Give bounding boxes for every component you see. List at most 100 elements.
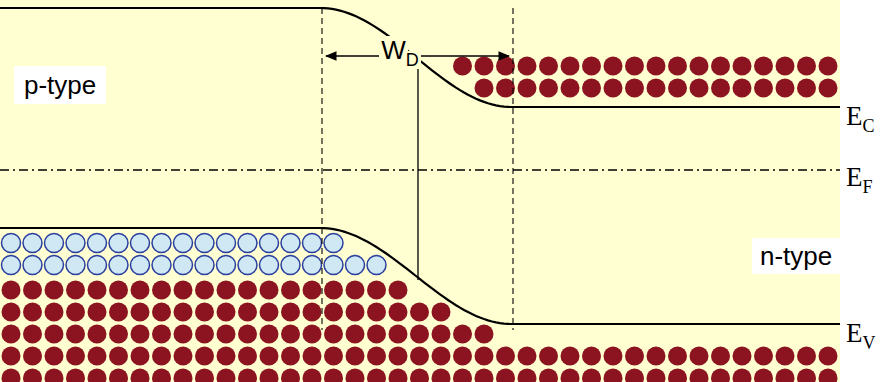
electron xyxy=(238,369,257,382)
region-label: n-type xyxy=(752,238,840,274)
hole xyxy=(346,256,365,275)
electron xyxy=(23,347,42,366)
electron xyxy=(668,369,687,382)
hole xyxy=(324,234,343,253)
electron xyxy=(776,57,795,76)
region-label: p-type xyxy=(14,66,106,104)
electron xyxy=(819,347,838,366)
fermi-level xyxy=(0,169,840,170)
electron xyxy=(303,281,322,300)
hole xyxy=(260,234,279,253)
hole xyxy=(45,256,64,275)
electron xyxy=(754,347,773,366)
electron xyxy=(217,303,236,322)
electron xyxy=(66,303,85,322)
electron xyxy=(668,79,687,98)
electron xyxy=(195,347,214,366)
electron xyxy=(23,369,42,382)
electron xyxy=(217,369,236,382)
subscript: V xyxy=(863,334,876,352)
electron xyxy=(195,303,214,322)
electron xyxy=(2,347,21,366)
level-label: E xyxy=(846,320,863,347)
electron xyxy=(690,79,709,98)
electron xyxy=(131,347,150,366)
electron xyxy=(324,281,343,300)
electron xyxy=(109,281,128,300)
electron xyxy=(389,347,408,366)
electron xyxy=(475,57,494,76)
electron xyxy=(668,347,687,366)
electron xyxy=(217,347,236,366)
hole xyxy=(324,256,343,275)
electron xyxy=(324,347,343,366)
subscript: F xyxy=(863,178,873,196)
electron xyxy=(217,281,236,300)
valence-band-edge xyxy=(0,228,840,324)
electron xyxy=(733,57,752,76)
electron xyxy=(66,281,85,300)
electron xyxy=(518,347,537,366)
electron xyxy=(496,57,515,76)
electron xyxy=(496,369,515,382)
electron xyxy=(131,369,150,382)
hole xyxy=(66,234,85,253)
electron xyxy=(109,369,128,382)
electron xyxy=(303,347,322,366)
electron xyxy=(475,325,494,344)
electron xyxy=(217,325,236,344)
electron xyxy=(453,325,472,344)
electron xyxy=(819,57,838,76)
electron xyxy=(518,369,537,382)
electron xyxy=(432,325,451,344)
electron xyxy=(819,369,838,382)
electron xyxy=(819,79,838,98)
hole xyxy=(303,234,322,253)
electron xyxy=(88,369,107,382)
electron xyxy=(518,79,537,98)
hole xyxy=(109,234,128,253)
electron xyxy=(109,347,128,366)
hole xyxy=(66,256,85,275)
electron xyxy=(754,369,773,382)
level-label: E xyxy=(846,103,863,130)
electron xyxy=(367,303,386,322)
electron xyxy=(561,57,580,76)
electron xyxy=(776,347,795,366)
electron xyxy=(389,369,408,382)
electron xyxy=(45,369,64,382)
electron xyxy=(131,281,150,300)
electron xyxy=(711,347,730,366)
electron xyxy=(539,57,558,76)
hole xyxy=(195,256,214,275)
electron xyxy=(303,369,322,382)
electron xyxy=(174,369,193,382)
level-label: E xyxy=(846,164,863,191)
hole xyxy=(195,234,214,253)
electron xyxy=(453,347,472,366)
electron xyxy=(604,347,623,366)
electron xyxy=(88,303,107,322)
hole xyxy=(88,256,107,275)
electron xyxy=(625,57,644,76)
electron xyxy=(152,325,171,344)
electron xyxy=(45,325,64,344)
electron xyxy=(45,347,64,366)
electron xyxy=(346,325,365,344)
electron xyxy=(733,369,752,382)
hole xyxy=(23,234,42,253)
hole xyxy=(281,256,300,275)
electron xyxy=(604,57,623,76)
electron xyxy=(647,79,666,98)
electron xyxy=(367,325,386,344)
electron xyxy=(238,303,257,322)
electron xyxy=(647,347,666,366)
electron xyxy=(797,57,816,76)
hole xyxy=(152,256,171,275)
electron xyxy=(281,369,300,382)
electron xyxy=(690,347,709,366)
electron xyxy=(346,303,365,322)
electron xyxy=(453,57,472,76)
electron xyxy=(45,303,64,322)
electron xyxy=(260,303,279,322)
